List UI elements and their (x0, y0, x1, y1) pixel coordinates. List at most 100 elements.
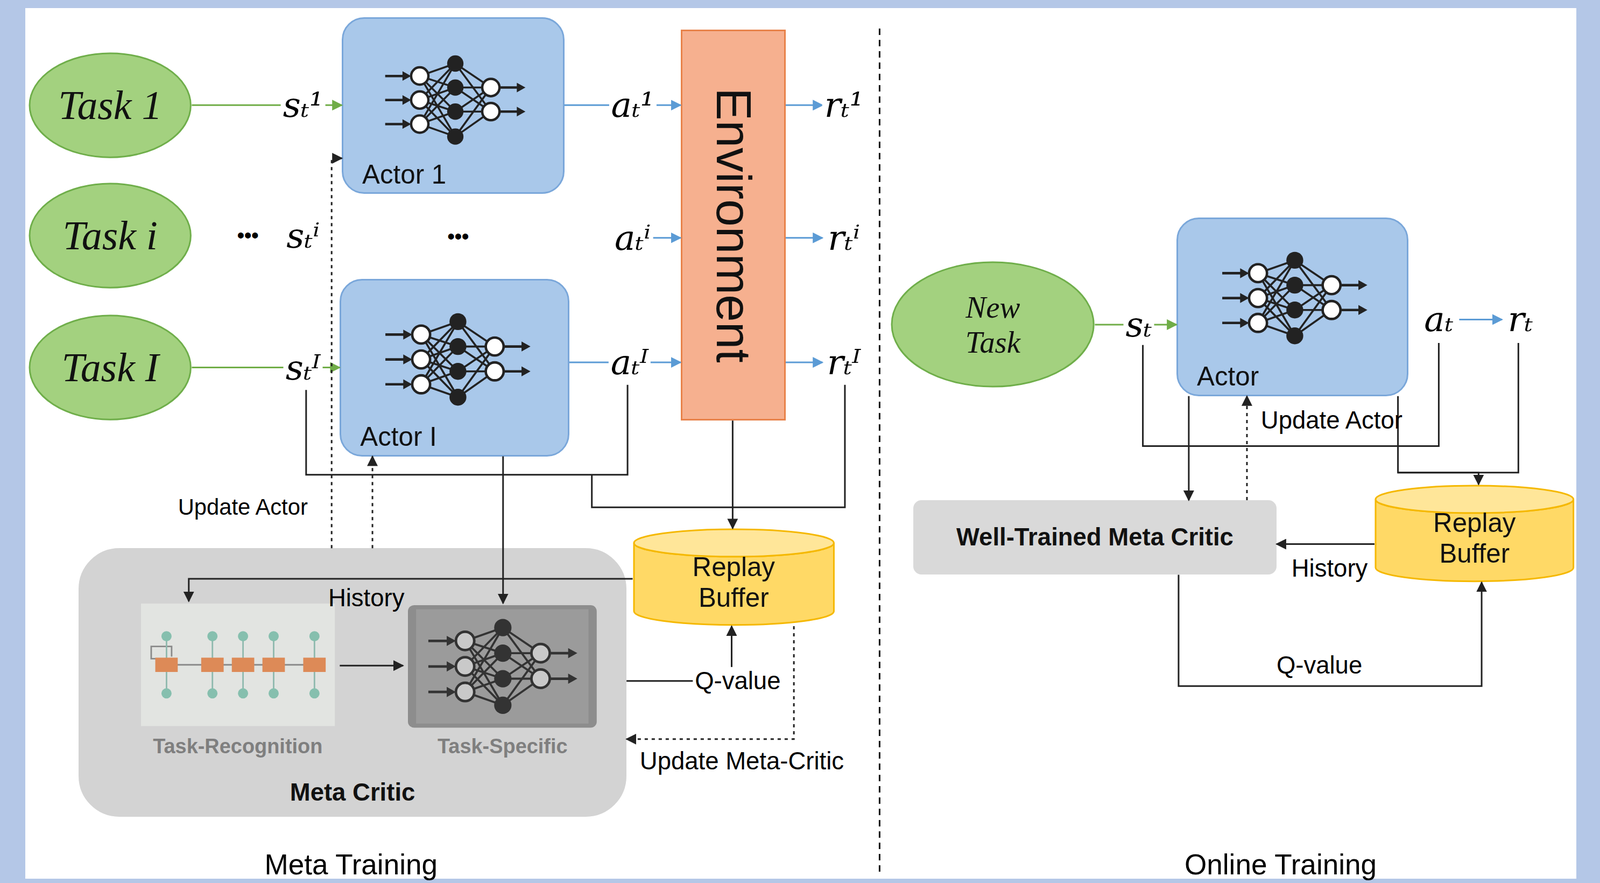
node-label: Meta Critic (290, 778, 416, 807)
signal-wire (1398, 342, 1519, 473)
connector-arrow (371, 456, 374, 549)
text-holder: Actor I (339, 278, 570, 457)
signal-wire (785, 104, 823, 107)
net-output-head (568, 673, 578, 684)
actor-box: Actor 1 (341, 17, 565, 194)
task-ellipse: New Task (890, 261, 1095, 388)
module-edge (416, 609, 589, 724)
net-output (550, 651, 572, 655)
connector-arrow (1276, 543, 1375, 545)
net-output-head (1358, 279, 1368, 290)
environment-box: Environment (680, 29, 786, 421)
net-output (499, 110, 520, 113)
net-input-head (446, 686, 456, 697)
lstm-input (161, 687, 172, 699)
math-symbol: rₜⁱ (825, 217, 863, 258)
edge-label: sₜ¹ (280, 85, 326, 125)
net-neuron (447, 103, 464, 120)
text-holder: Actor 1 (341, 17, 565, 194)
lstm-input (237, 687, 249, 699)
node-label: Task-Recognition (152, 734, 323, 759)
connector-arrow (339, 664, 404, 667)
connector-arrow (1178, 574, 1482, 686)
net-neuron (1322, 300, 1341, 319)
lstm-loop (151, 645, 172, 659)
math-symbol: rₜᴵ (825, 342, 864, 383)
node-label: Replay Buffer (1410, 507, 1539, 569)
text-holder: Task 1 (28, 52, 192, 159)
node-label: Actor I (360, 421, 437, 453)
net-input-head (446, 635, 456, 646)
net-output (503, 344, 525, 348)
edge-label: sₜ (1123, 304, 1154, 345)
lstm-ground (141, 603, 335, 727)
net-neuron (412, 325, 431, 344)
node-label: Task 1 (58, 81, 162, 129)
math-symbol: rₜ¹ (822, 85, 866, 125)
lstm-cell (154, 657, 178, 672)
net-neuron (449, 313, 467, 330)
text-holder: Task-Recognition (135, 601, 340, 761)
net-output-head (517, 82, 526, 93)
net-output-head (568, 647, 578, 659)
lstm-cell (302, 657, 326, 672)
node-label: Task-Specific (437, 734, 568, 759)
text-holder: Task I (28, 314, 192, 421)
net-neuron (494, 670, 512, 688)
neural-net-icon (1216, 244, 1370, 351)
net-input-head (402, 118, 412, 129)
net-neuron (449, 337, 467, 355)
actor-box: Actor I (339, 278, 570, 457)
net-input-head (403, 329, 413, 340)
math-symbol: aₜ (1421, 299, 1456, 340)
net-neuron (411, 91, 429, 109)
connector-arrow (1245, 396, 1248, 500)
replay-buffer-cylinder: Replay Buffer (632, 527, 835, 626)
math-symbol: sₜⁱ (284, 215, 322, 256)
net-neuron (531, 669, 551, 688)
net-input-head (1239, 268, 1250, 278)
lstm-output (308, 630, 320, 641)
task-ellipse: Task I (28, 314, 192, 421)
net-output (550, 677, 572, 680)
net-neuron (1286, 301, 1303, 319)
connector-arrow (731, 420, 734, 528)
edge-label: Q-value (1274, 651, 1365, 680)
lstm-output (161, 630, 172, 641)
net-neuron (494, 696, 512, 714)
net-output (1340, 283, 1362, 287)
connector-arrow (1187, 396, 1190, 500)
text-holder: New Task (890, 261, 1095, 388)
cylinder-body (1375, 498, 1574, 581)
net-input-head (402, 71, 412, 81)
lstm-input (207, 687, 218, 699)
lstm-output (268, 630, 279, 641)
net-neuron (411, 67, 429, 85)
text-holder: Actor (1176, 217, 1408, 397)
net-output-head (1358, 305, 1368, 315)
edge-label: History (326, 583, 407, 612)
net-output (499, 86, 520, 89)
net-neuron (482, 102, 500, 121)
task-recognition-module: Task-Recognition (135, 601, 340, 761)
text-label: ••• (235, 223, 262, 248)
task-specific-module: Task-Specific (403, 603, 603, 761)
net-input-head (402, 95, 412, 105)
text-label: ••• (445, 224, 471, 249)
net-neuron (1286, 251, 1303, 269)
net-output-head (521, 341, 531, 351)
text-holder: Replay Buffer (1374, 484, 1575, 583)
ellipse-fill (29, 315, 191, 420)
net-input-head (446, 661, 456, 672)
signal-wire (652, 236, 681, 239)
node-label: Task i (62, 212, 158, 259)
node-label: Well-Trained Meta Critic (956, 523, 1234, 552)
net-input-head (1239, 318, 1250, 328)
text-holder: Task-Specific (403, 603, 603, 761)
text-label: Online Training (1182, 847, 1379, 881)
lstm-output (237, 630, 249, 641)
net-neuron (447, 128, 464, 145)
edge-label: aₜᴵ (608, 342, 651, 383)
replay-buffer-cylinder: Replay Buffer (1374, 484, 1575, 583)
net-neuron (485, 337, 504, 356)
